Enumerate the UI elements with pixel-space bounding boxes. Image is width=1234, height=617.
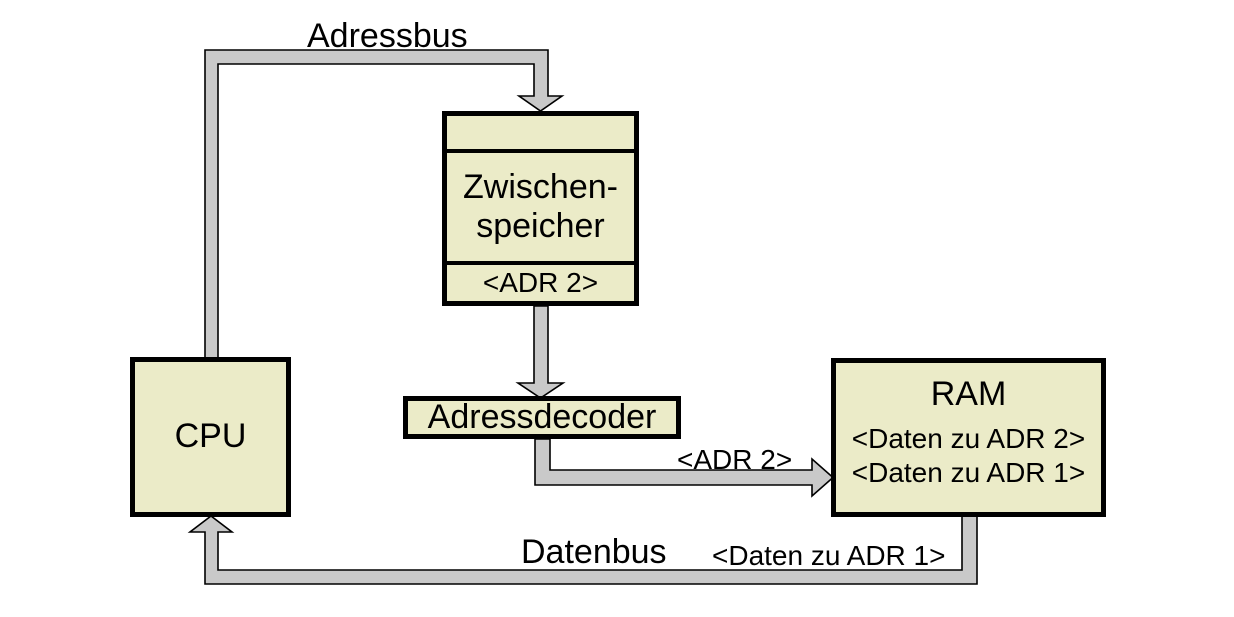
cpu-box: CPU <box>130 357 291 517</box>
cpu-label: CPU <box>174 417 247 456</box>
divider <box>447 261 634 265</box>
adr2-bus-label: <ADR 2> <box>677 444 793 475</box>
zwischenspeicher-box: Zwischen- speicher <ADR 2> <box>442 111 639 306</box>
daten-zu-adr1-bus-label: <Daten zu ADR 1> <box>712 540 946 571</box>
decoder-to-ram-bus <box>534 438 835 498</box>
zwischenspeicher-adr-value: <ADR 2> <box>482 267 599 299</box>
ram-data-row: <Daten zu ADR 1> <box>851 457 1086 489</box>
zwischenspeicher-title-line1: Zwischen- <box>463 167 618 206</box>
ram-data-row: <Daten zu ADR 2> <box>851 423 1086 455</box>
adressbus-label: Adressbus <box>307 17 468 55</box>
adressdecoder-label: Adressdecoder <box>427 397 657 436</box>
datenbus-line <box>187 514 978 585</box>
zwischenspeicher-title-line2: speicher <box>476 207 605 245</box>
buffer-to-decoder-arrow <box>515 305 566 399</box>
zwischenspeicher-title: Zwischen- speicher <box>447 153 634 261</box>
adressdecoder-box: Adressdecoder <box>403 396 681 439</box>
zwischenspeicher-adr-slot: <ADR 2> <box>447 265 634 301</box>
divider <box>447 149 634 153</box>
ram-box: RAM <Daten zu ADR 2> <Daten zu ADR 1> <box>831 358 1106 517</box>
zwischenspeicher-empty-slot <box>447 116 634 149</box>
datenbus-label: Datenbus <box>521 533 667 571</box>
adressbus-line <box>204 49 565 359</box>
ram-title: RAM <box>930 375 1007 413</box>
